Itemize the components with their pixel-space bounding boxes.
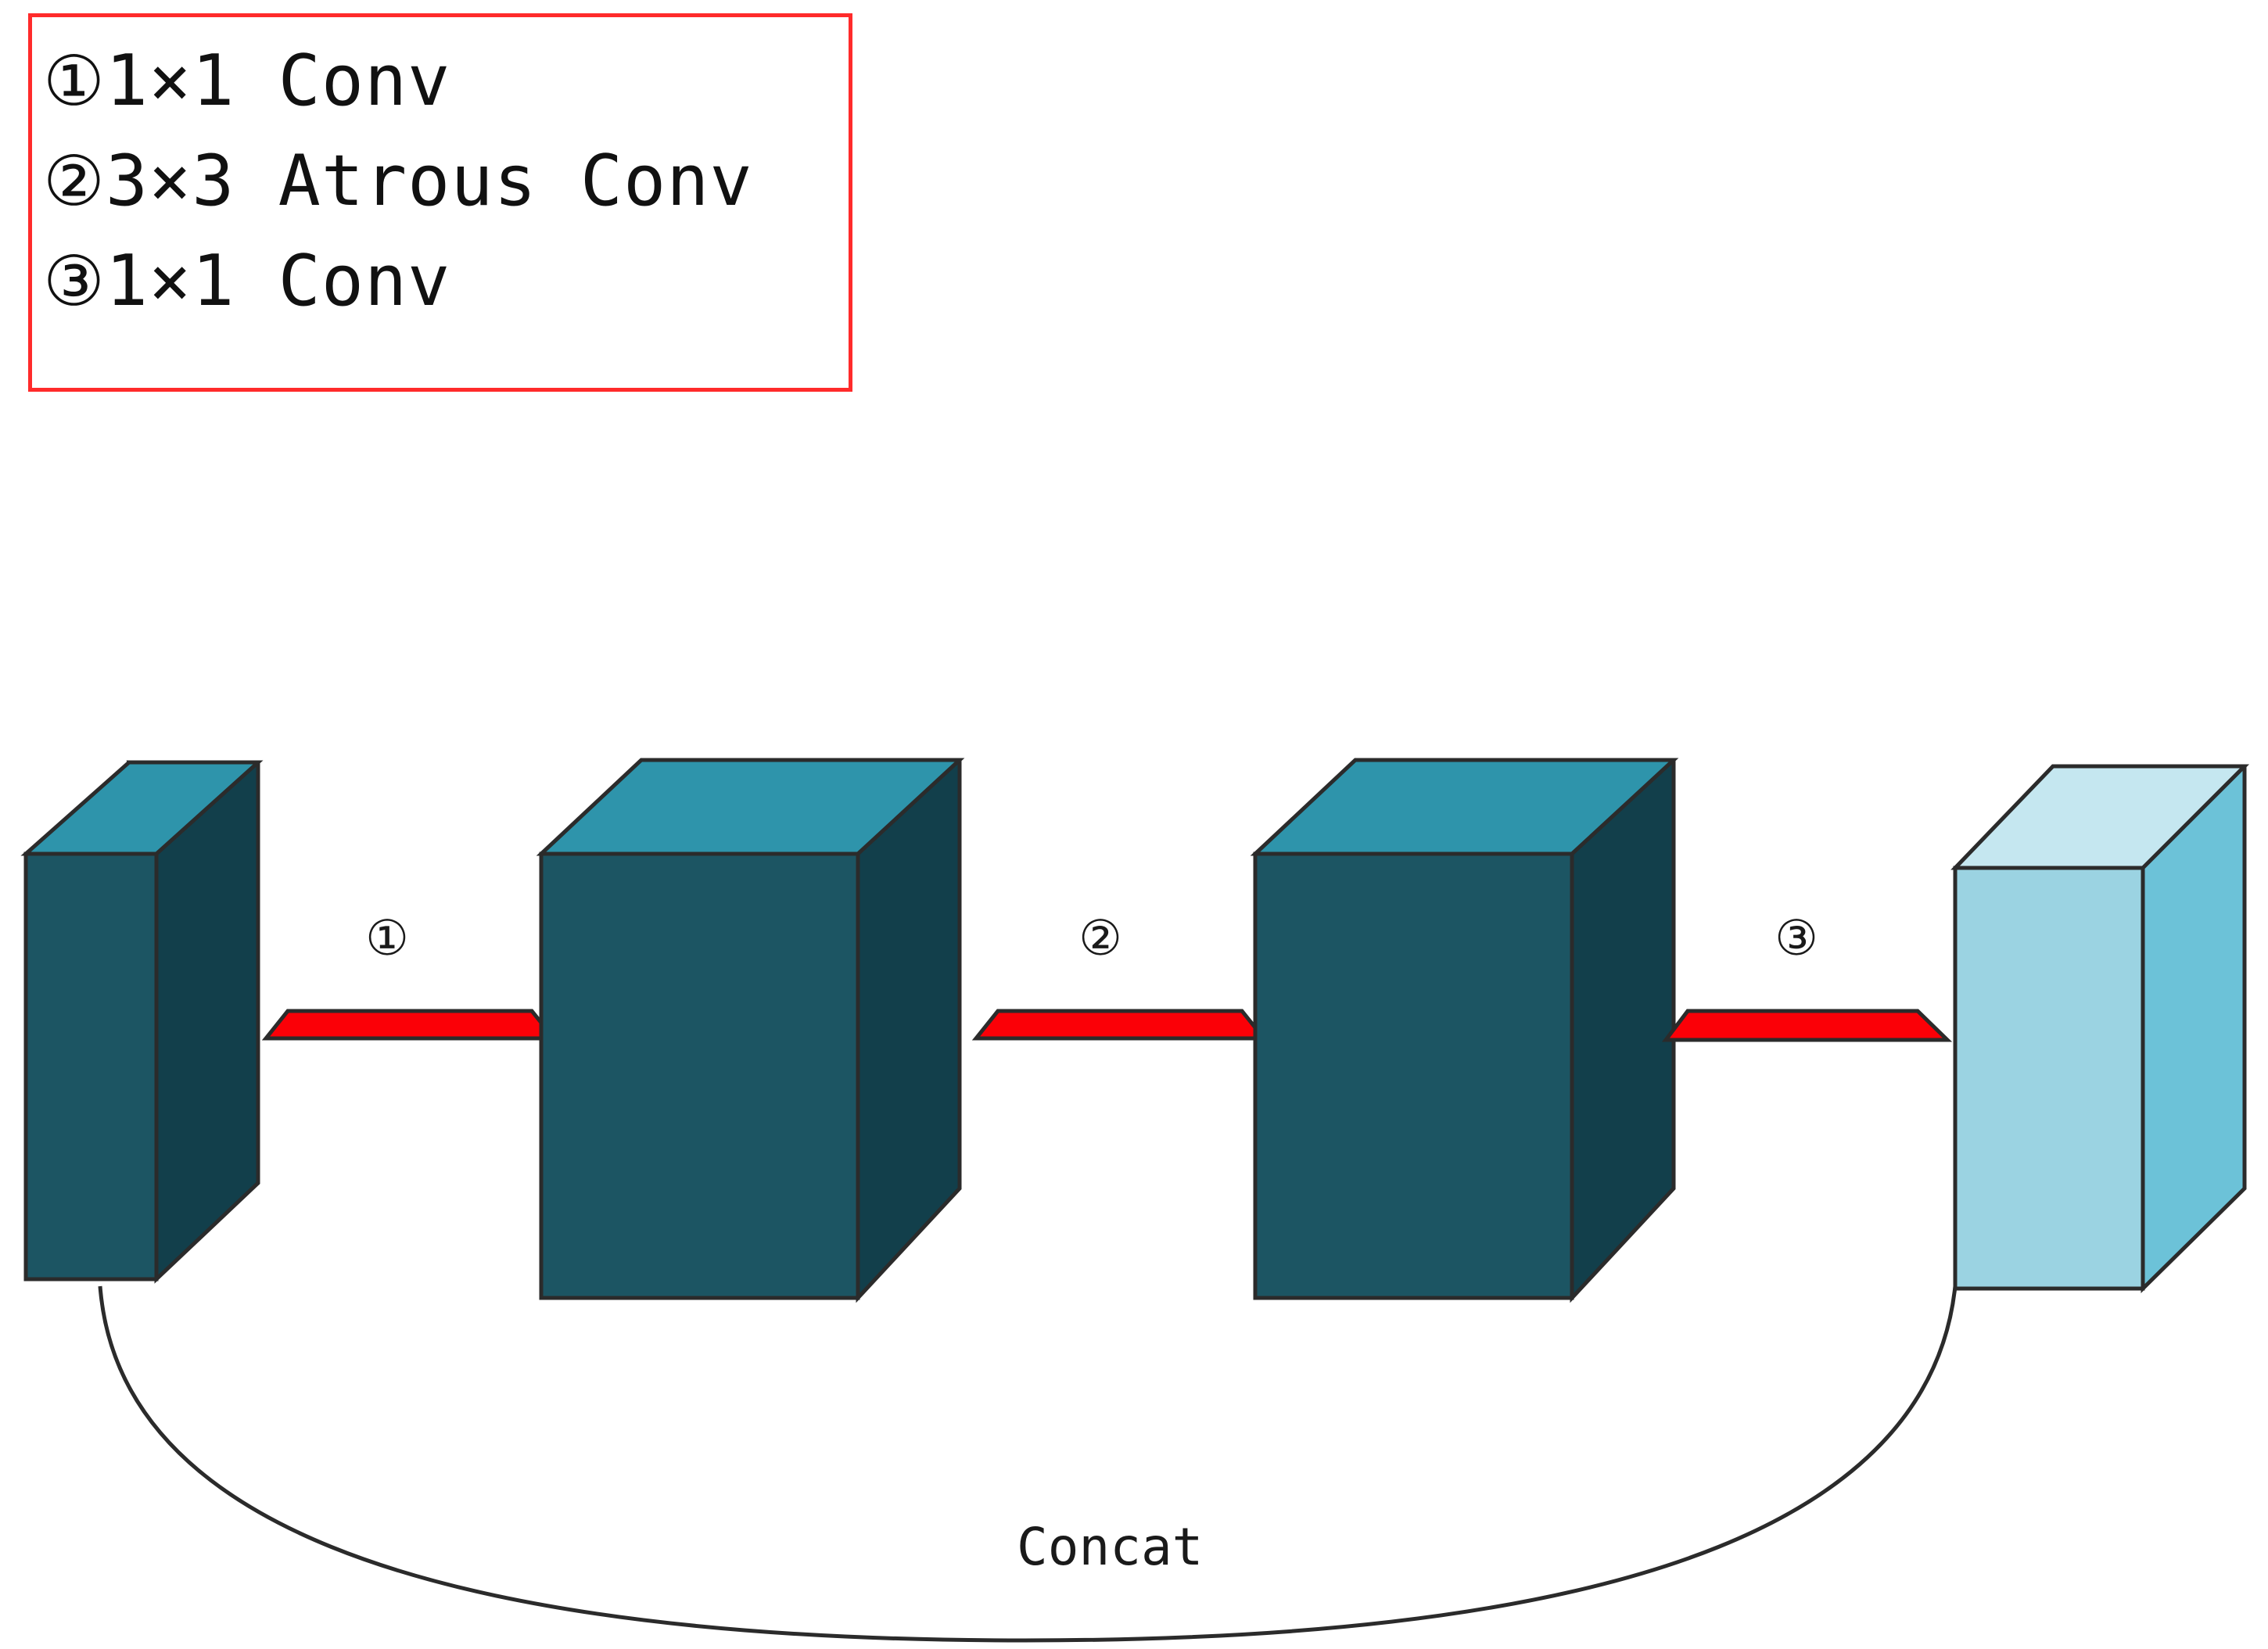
mid-block-2-top-face [1250, 758, 1679, 856]
connector-conv-1 [261, 1009, 558, 1041]
mid-block-1-front-face [539, 851, 860, 1300]
legend-marker-2-icon: ② [43, 141, 106, 221]
legend-item-1: ①1×1 Conv [43, 31, 753, 131]
connector-conv-3 [1661, 1009, 1953, 1042]
concat-curve [98, 1285, 1958, 1643]
output-block-front-face [1953, 866, 2145, 1291]
legend-marker-1-icon: ① [43, 41, 106, 121]
step-badge-1: ① [365, 909, 409, 966]
mid-block-1 [536, 758, 965, 1303]
legend-label-1: 1×1 Conv [105, 40, 451, 122]
legend-box: ①1×1 Conv ②3×3 Atrous Conv ③1×1 Conv [28, 13, 852, 392]
connector-conv-2-slab [971, 1009, 1269, 1041]
legend-marker-3-icon: ③ [43, 241, 106, 321]
connector-conv-3-slab [1661, 1009, 1953, 1042]
connector-conv-2 [971, 1009, 1269, 1041]
mid-block-1-top-face [536, 758, 965, 856]
legend-label-3: 1×1 Conv [105, 240, 451, 322]
legend-list: ①1×1 Conv ②3×3 Atrous Conv ③1×1 Conv [43, 31, 753, 332]
output-block [1950, 764, 2250, 1293]
legend-item-3: ③1×1 Conv [43, 231, 753, 332]
input-block-top-face [20, 760, 264, 856]
legend-label-2: 3×3 Atrous Conv [105, 140, 753, 222]
connector-conv-1-slab [261, 1009, 558, 1041]
mid-block-2 [1250, 758, 1679, 1303]
input-block [20, 760, 264, 1284]
input-block-front-face [23, 851, 159, 1282]
concat-label: Concat [1017, 1517, 1204, 1577]
mid-block-2-front-face [1253, 851, 1574, 1300]
output-block-top-face [1950, 764, 2250, 870]
step-badge-2: ② [1078, 909, 1122, 966]
legend-item-2: ②3×3 Atrous Conv [43, 131, 753, 231]
step-badge-3: ③ [1775, 909, 1818, 966]
